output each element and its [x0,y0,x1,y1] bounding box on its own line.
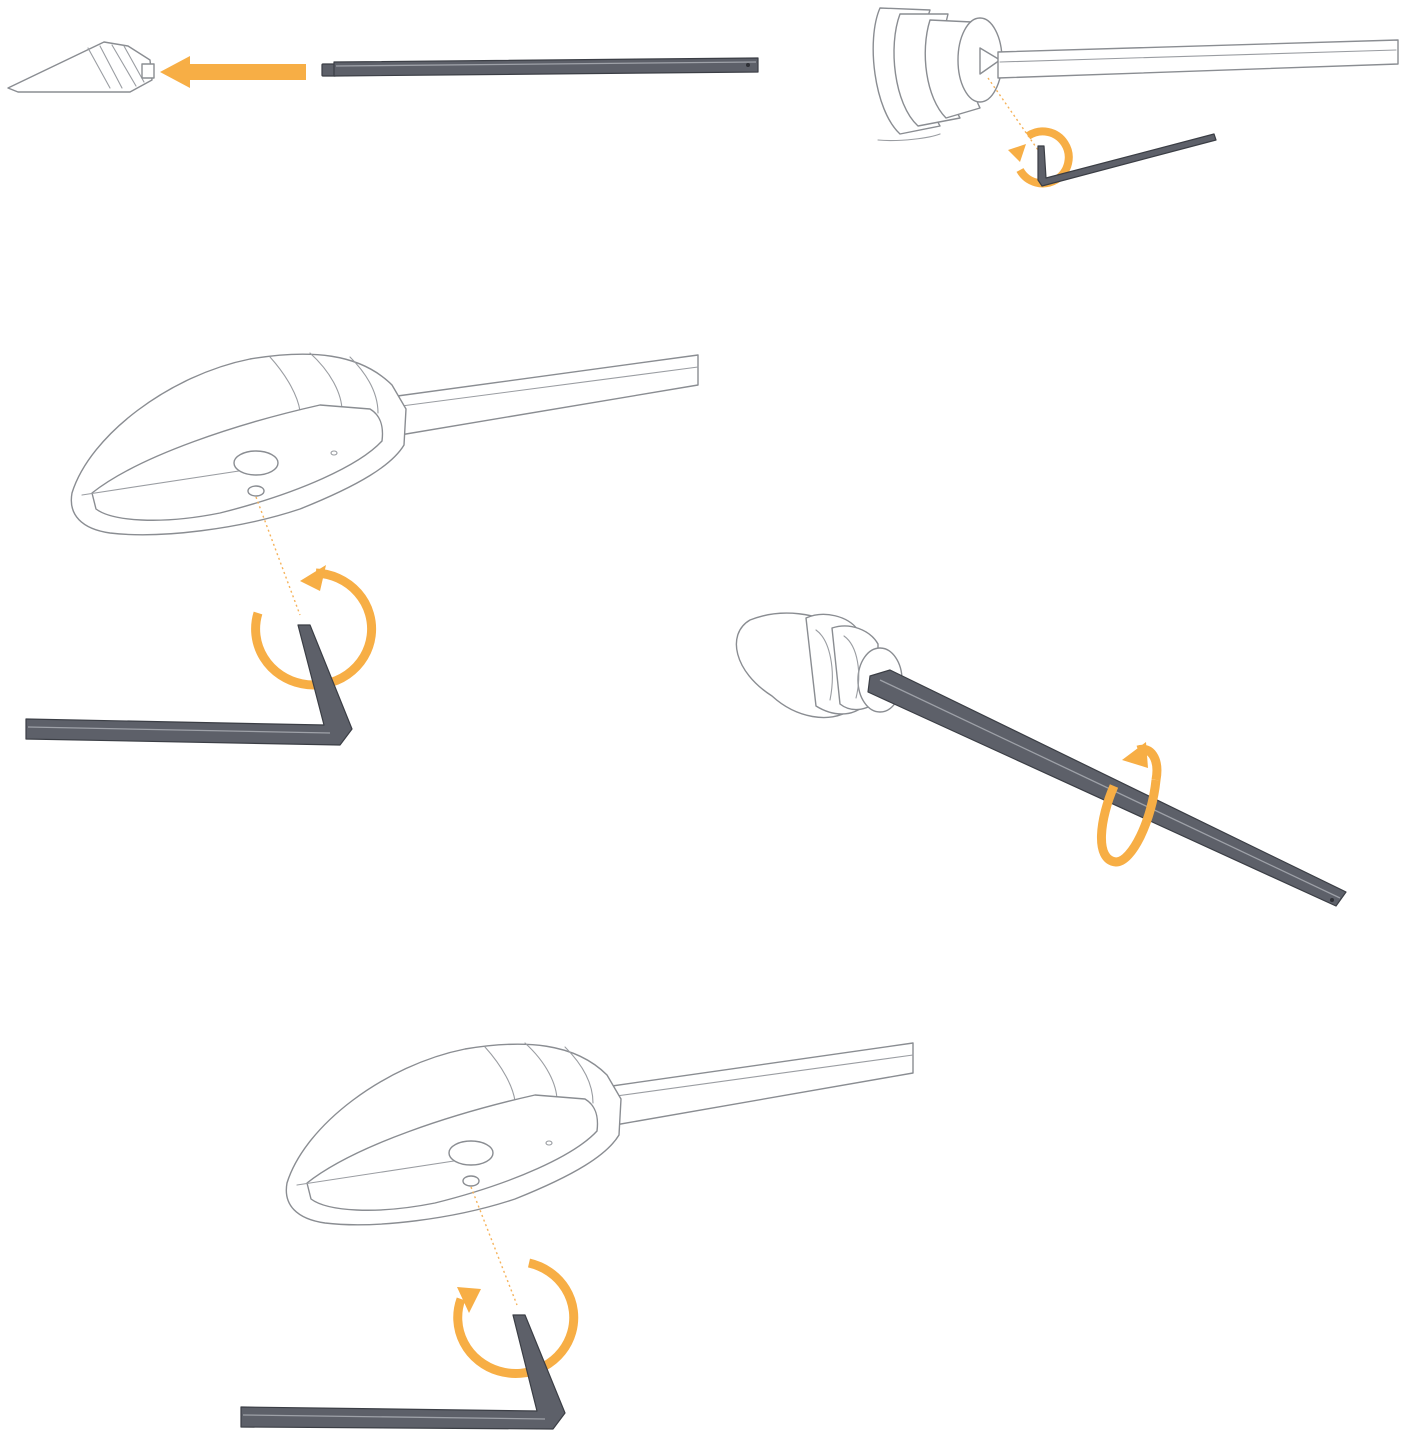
left-arrow-icon [160,56,306,88]
rod-light [605,1043,913,1125]
step-1-insert-rod [0,0,780,120]
rod [322,58,758,76]
end-cap-closeup [873,8,1002,141]
rod [868,670,1346,906]
rod-light [998,40,1398,78]
base [286,1043,621,1225]
step-3-tighten-base [20,345,710,755]
end-cap [736,613,902,717]
step-5-tighten-base [235,1035,925,1430]
base [71,353,406,535]
step-2-tighten-rod [870,0,1408,200]
step-4-twist-rod [720,600,1370,930]
rod-light [390,355,698,435]
end-cap [8,42,154,92]
